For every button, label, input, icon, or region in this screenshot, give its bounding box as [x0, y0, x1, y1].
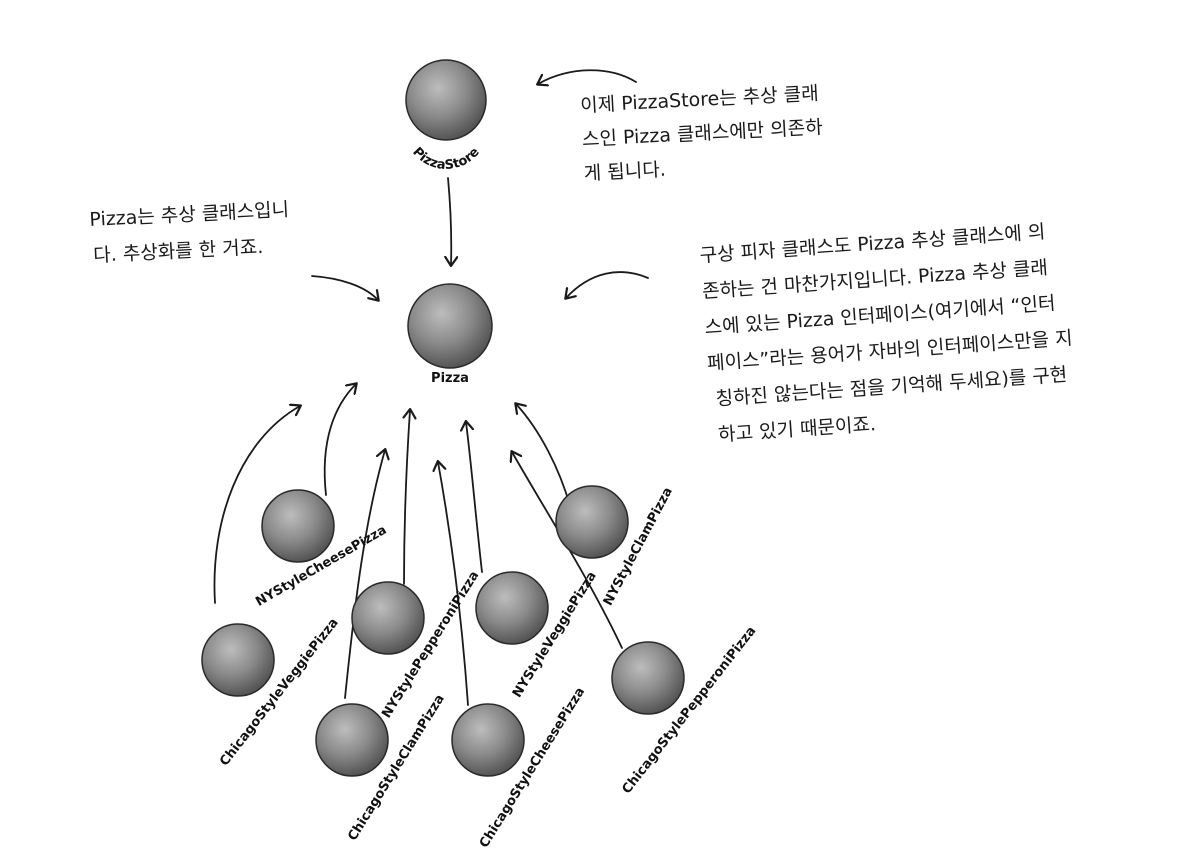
chicago-veggie-node: [201, 623, 275, 697]
pizza-note: Pizza는 추상 클래스입니 다. 추상화를 한 거죠.: [89, 199, 290, 267]
nodes: [201, 59, 685, 777]
arrow-chicago-clam-to-pizza: [344, 450, 385, 699]
chicago-clam-node: [315, 703, 389, 777]
chicago-pepperoni-node: [611, 641, 685, 715]
store-note-arrow: [538, 69, 637, 84]
concrete-note-arrow: [566, 271, 649, 298]
store-note-line-2: 스인 Pizza 클래스에만 의존하: [582, 116, 824, 151]
arrow-ny-veggie-to-pizza: [466, 422, 483, 573]
arrow-store-to-pizza: [448, 177, 451, 265]
annotation-arrows: [311, 69, 649, 300]
pizza-note-arrow: [311, 275, 378, 300]
concrete-note-line-5: 칭하진 않는다는 점을 기억해 두세요)를 구현: [715, 364, 1068, 411]
store-note: 이제 PizzaStore는 추상 클래 스인 Pizza 클래스에만 의존하 …: [580, 83, 824, 185]
arrow-ny-cheese-to-pizza: [323, 384, 356, 496]
pizza-store-node: [405, 59, 487, 141]
store-note-line-3: 게 됩니다.: [583, 159, 666, 185]
concrete-note-line-6: 하고 있기 때문이죠.: [717, 413, 876, 446]
pizza-label: Pizza: [431, 371, 469, 386]
chicago-cheese-node: [451, 703, 525, 777]
store-note-line-1: 이제 PizzaStore는 추상 클래: [580, 83, 819, 117]
ny-clam-node: [555, 485, 629, 559]
arrow-ny-pepperoni-to-pizza: [404, 410, 410, 585]
arrow-chicago-veggie-to-pizza: [213, 406, 300, 604]
concrete-note: 구상 피자 클래스도 Pizza 추상 클래스에 의 존하는 건 마찬가지입니다…: [699, 221, 1073, 446]
pizza-note-line-2: 다. 추상화를 한 거죠.: [93, 236, 264, 267]
ny-veggie-node: [475, 571, 549, 645]
pizza-node: [407, 283, 493, 369]
pizza-store-label: PizzaStore: [409, 145, 482, 173]
arrow-ny-clam-to-pizza: [516, 404, 571, 507]
ny-pepperoni-node: [351, 581, 425, 655]
arrow-chicago-cheese-to-pizza: [438, 462, 469, 706]
ny-cheese-node: [261, 489, 335, 563]
pizza-note-line-1: Pizza는 추상 클래스입니: [89, 199, 290, 231]
